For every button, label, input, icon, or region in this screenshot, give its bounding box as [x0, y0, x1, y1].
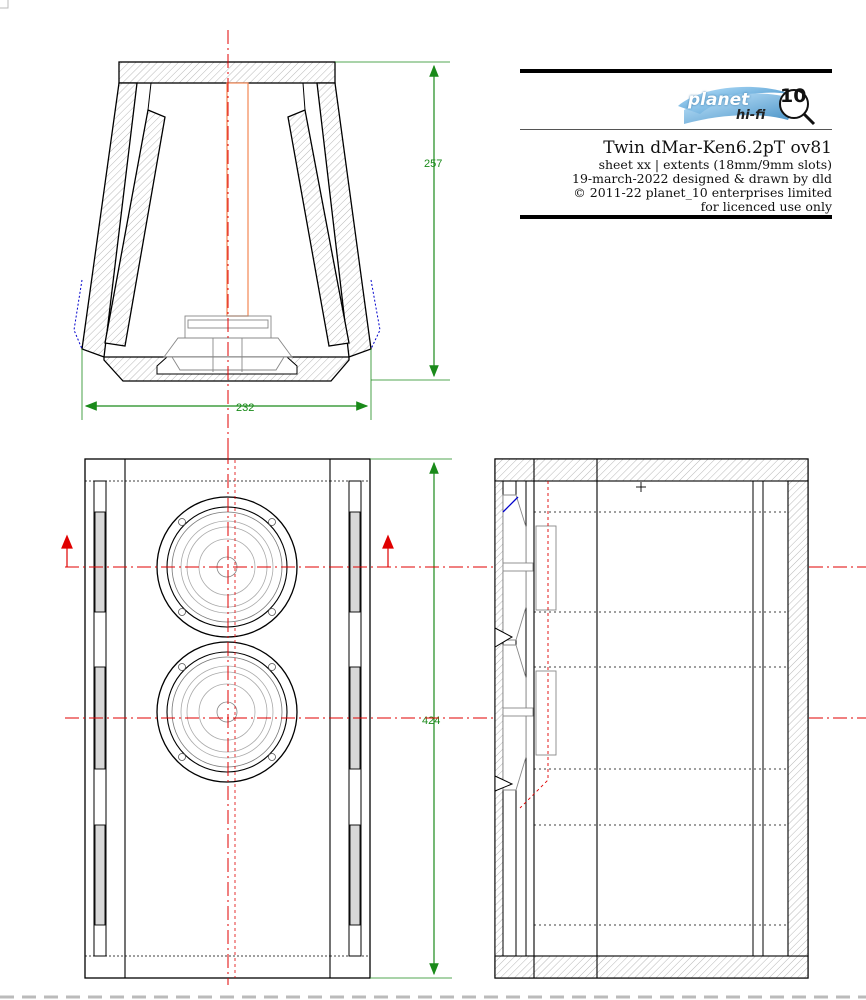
- top-view: 257 232: [73, 30, 450, 450]
- title-line-4: for licenced use only: [700, 199, 832, 214]
- title-text: Twin dMar-Ken6.2pT ov81 sheet xx | exten…: [572, 138, 832, 214]
- title-top-rule: [520, 69, 832, 73]
- lower-driver: [156, 641, 298, 783]
- title-line-2: 19-march-2022 designed & drawn by dld: [572, 171, 832, 186]
- logo-word-hifi: hi-fi: [736, 108, 766, 123]
- logo-swoosh-icon: [678, 86, 816, 126]
- title-line-3: © 2011-22 planet_10 enterprises limited: [573, 185, 832, 200]
- side-view: [494, 458, 809, 979]
- title-divider: [520, 129, 832, 130]
- dimension-232: 232: [236, 402, 254, 414]
- title-bottom-rule: [520, 215, 832, 219]
- title-block: planet hi-fi 10 Twin dMar-Ken6.2pT ov81 …: [520, 66, 832, 222]
- dimension-257: 257: [424, 158, 442, 170]
- drawing-title: Twin dMar-Ken6.2pT ov81: [603, 138, 832, 158]
- title-line-1: sheet xx | extents (18mm/9mm slots): [598, 157, 832, 172]
- logo-word-planet: planet: [688, 90, 750, 110]
- logo-number: 10: [780, 85, 807, 107]
- planet10-logo: planet hi-fi 10: [670, 76, 830, 132]
- dimension-424: 424: [422, 715, 440, 727]
